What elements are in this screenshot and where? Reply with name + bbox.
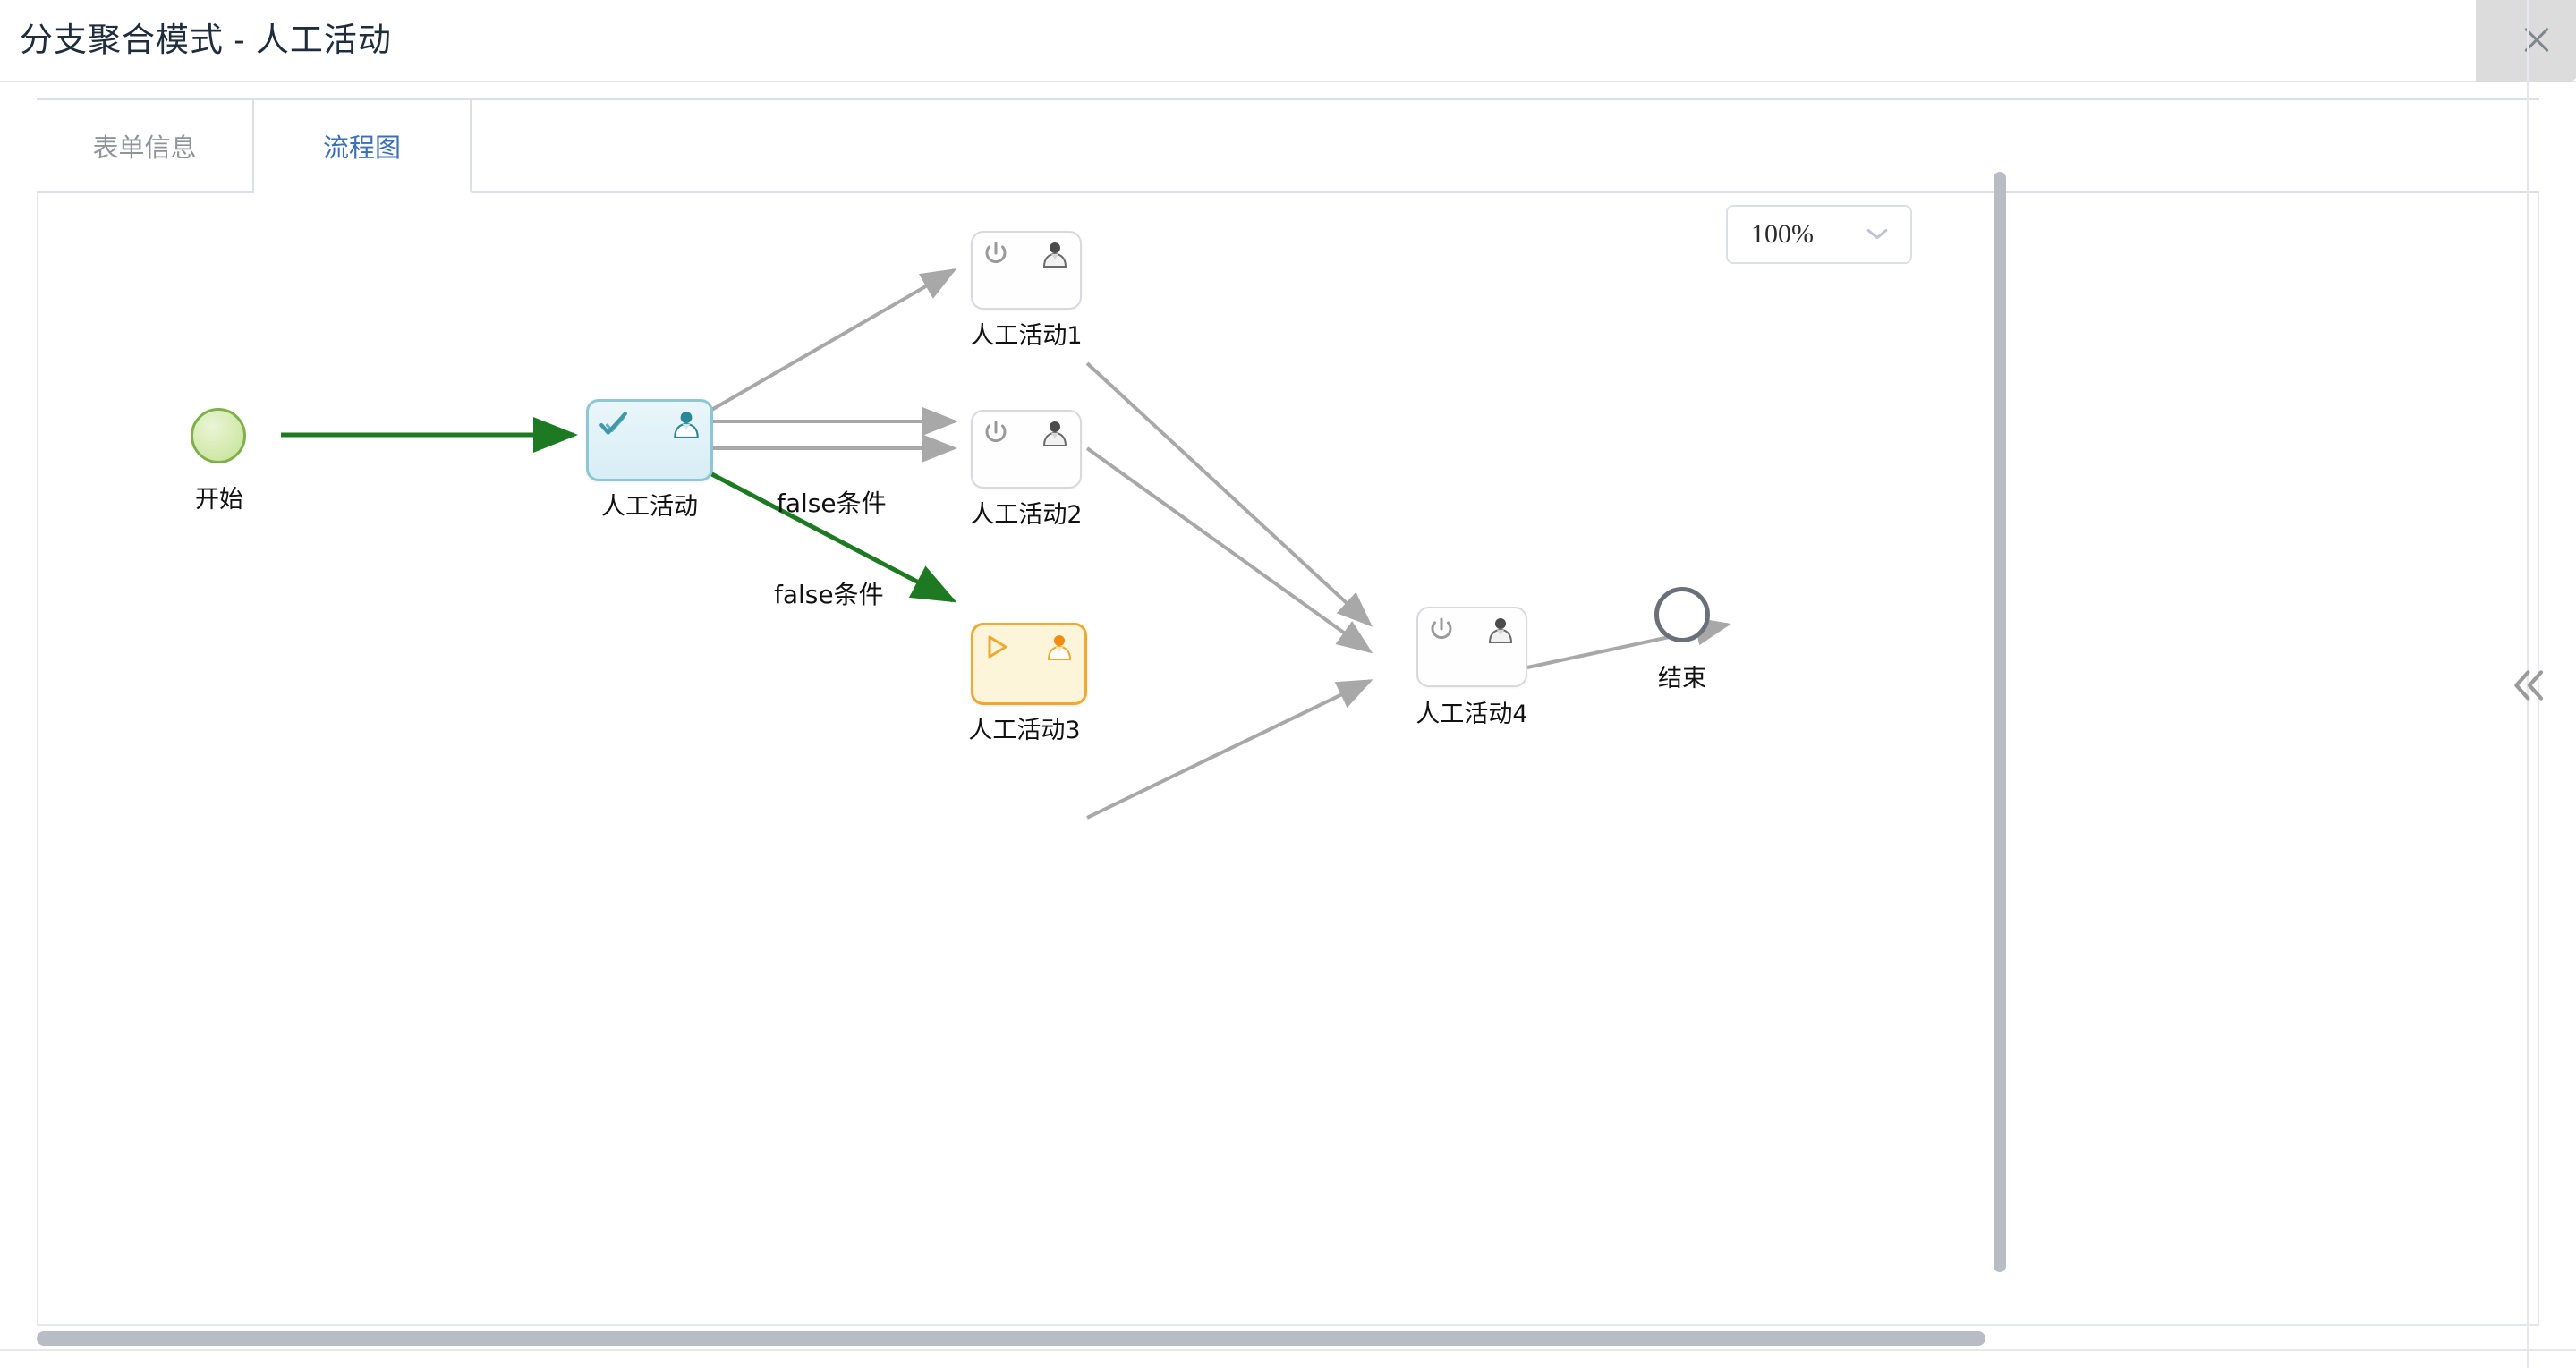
node-task3[interactable]	[971, 623, 1087, 705]
user-icon	[671, 409, 701, 439]
collapse-panel-button[interactable]	[2506, 662, 2553, 709]
tab-form-info[interactable]: 表单信息	[37, 100, 254, 191]
zoom-level-value: 100%	[1751, 219, 1814, 249]
page-title: 分支聚合模式 - 人工活动	[20, 21, 392, 58]
node-task1[interactable]	[971, 231, 1082, 310]
edge-label-false-1: false条件	[777, 489, 887, 518]
edge-task2-to-task4	[1085, 446, 1373, 654]
node-end[interactable]	[1654, 587, 1710, 642]
tabs-container: 表单信息 流程图	[37, 98, 2539, 195]
node-task2[interactable]	[971, 410, 1082, 489]
flow-chart-panel: 100% 开始	[37, 193, 2539, 1326]
vertical-scrollbar[interactable]	[1994, 172, 2006, 1272]
tab-flow-chart[interactable]: 流程图	[254, 100, 472, 193]
user-icon	[1486, 616, 1517, 646]
edge-task0-to-task1-line	[701, 268, 957, 417]
node-task4[interactable]	[1416, 607, 1527, 687]
node-start[interactable]	[191, 408, 246, 463]
tab-bar: 表单信息 流程图	[37, 98, 2539, 193]
tab-bar-filler	[472, 100, 2539, 191]
horizontal-scrollbar[interactable]	[37, 1331, 1985, 1346]
dialog-header: 分支聚合模式 - 人工活动	[0, 0, 2576, 82]
user-icon	[1045, 633, 1075, 663]
node-end-label: 结束	[1658, 665, 1706, 692]
close-icon[interactable]	[2517, 20, 2556, 59]
edge-label-false-2: false条件	[774, 580, 884, 609]
node-task4-label: 人工活动4	[1416, 701, 1528, 728]
edge-task0-to-task3	[703, 468, 957, 603]
edge-task1-to-task4	[1085, 361, 1373, 627]
node-task0-label: 人工活动	[601, 493, 698, 521]
right-panel-rail	[2527, 0, 2529, 1368]
node-task0[interactable]	[586, 399, 713, 481]
zoom-level-select[interactable]: 100%	[1726, 205, 1912, 264]
workflow-graph	[281, 268, 1731, 820]
user-icon	[1041, 419, 1071, 449]
tab-flow-chart-label: 流程图	[322, 134, 401, 163]
node-start-label: 开始	[195, 486, 243, 514]
bottom-divider	[0, 1349, 2576, 1351]
tab-form-info-label: 表单信息	[92, 134, 197, 163]
check-icon	[598, 409, 628, 439]
power-icon	[982, 419, 1012, 449]
power-icon	[1427, 616, 1458, 646]
play-icon	[982, 633, 1013, 663]
user-icon	[1041, 240, 1071, 270]
power-icon	[982, 240, 1012, 270]
node-task3-label: 人工活动3	[968, 717, 1081, 744]
chevron-double-left-icon	[2514, 670, 2544, 701]
edge-task3-to-task4	[1086, 679, 1373, 820]
node-task1-label: 人工活动1	[970, 322, 1083, 350]
node-task2-label: 人工活动2	[970, 501, 1083, 529]
